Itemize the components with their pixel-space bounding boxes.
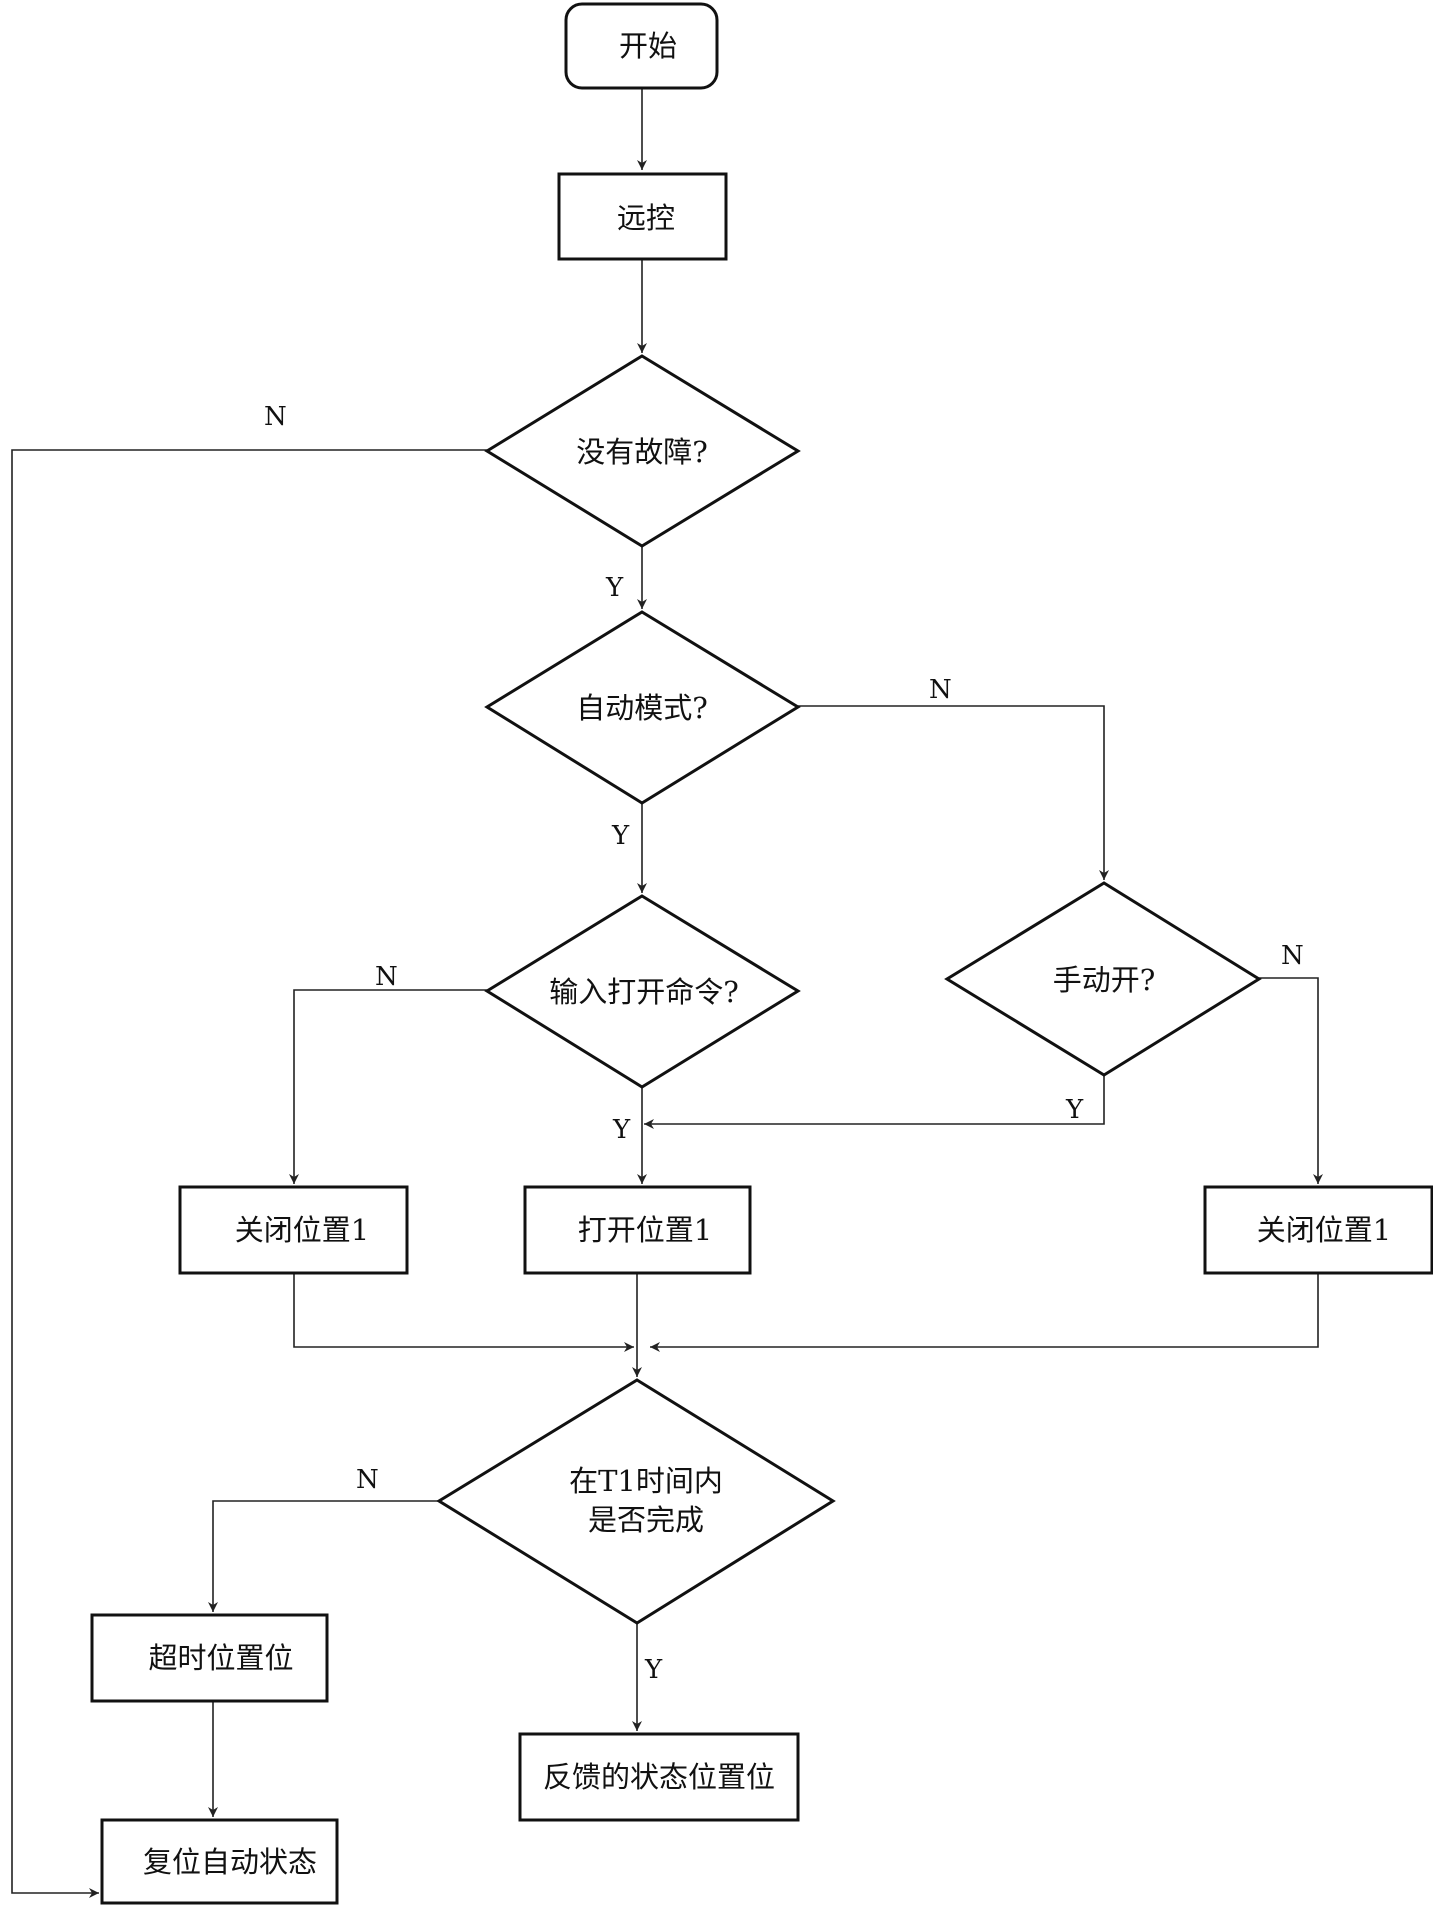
manual-open-y-label: Y: [1065, 1095, 1084, 1125]
open-pos-node: 打开位置1: [523, 1185, 752, 1275]
edge-closeleft-merge: [293, 1273, 634, 1352]
no-fault-decision: 没有故障?: [484, 354, 801, 548]
edge-labels: N Y N Y N Y N Y N Y: [264, 402, 1304, 1685]
start-label: 开始: [619, 29, 677, 63]
feedback-label: 反馈的状态位置位: [543, 1760, 775, 1794]
auto-mode-y-label: Y: [611, 821, 630, 851]
manual-open-n-label: N: [1281, 941, 1304, 971]
edge-t1-n-timeout: [208, 1500, 439, 1612]
close-pos-left-label: 关闭位置1: [235, 1213, 369, 1247]
close-pos-left-node: 关闭位置1: [178, 1185, 409, 1275]
remote-node: 远控: [557, 172, 728, 261]
remote-label: 远控: [617, 201, 675, 235]
edge-manual-n-closeright: [1259, 977, 1323, 1184]
manual-open-decision: 手动开?: [944, 881, 1262, 1077]
close-pos-right-label: 关闭位置1: [1257, 1213, 1391, 1247]
open-pos-label: 打开位置1: [578, 1213, 712, 1247]
t1-n-label: N: [356, 1465, 379, 1495]
no-fault-n-label: N: [264, 402, 287, 432]
auto-mode-label: 自动模式?: [576, 691, 708, 725]
t1-y-label: Y: [644, 1655, 663, 1685]
t1-check-label-1: 在T1时间内: [569, 1464, 723, 1498]
edges: [11, 88, 1323, 1898]
open-cmd-n-label: N: [375, 962, 398, 992]
t1-check-decision: 在T1时间内 是否完成: [436, 1378, 836, 1625]
feedback-node: 反馈的状态位置位: [518, 1732, 800, 1822]
edge-nofault-n-reset: [11, 449, 487, 1898]
reset-auto-node: 复位自动状态: [100, 1818, 339, 1905]
reset-auto-label: 复位自动状态: [143, 1845, 317, 1879]
auto-mode-decision: 自动模式?: [484, 610, 801, 805]
no-fault-label: 没有故障?: [576, 435, 708, 469]
manual-open-label: 手动开?: [1053, 963, 1156, 997]
start-node: 开始: [564, 2, 719, 90]
timeout-node: 超时位置位: [90, 1613, 329, 1703]
open-cmd-label: 输入打开命令?: [549, 975, 739, 1009]
edge-manual-y-join: [644, 1075, 1105, 1129]
edge-opencmd-n-closeleft: [289, 989, 487, 1184]
edge-automode-n-manual: [798, 705, 1109, 880]
open-cmd-y-label: Y: [612, 1115, 631, 1145]
auto-mode-n-label: N: [929, 675, 952, 705]
edge-closeright-merge: [650, 1273, 1319, 1352]
timeout-label: 超时位置位: [148, 1641, 293, 1675]
close-pos-right-node: 关闭位置1: [1203, 1185, 1433, 1275]
no-fault-y-label: Y: [605, 573, 624, 603]
t1-check-label-2: 是否完成: [588, 1503, 704, 1537]
open-cmd-decision: 输入打开命令?: [484, 894, 801, 1089]
